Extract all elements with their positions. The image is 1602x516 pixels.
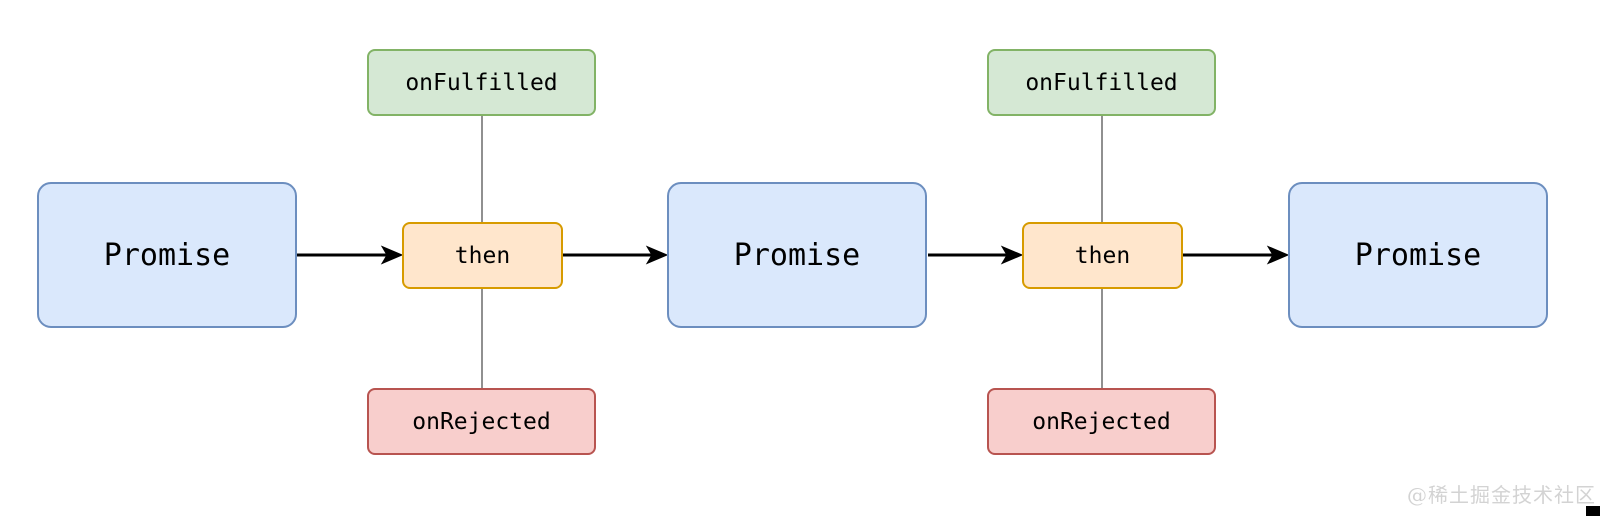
onrejected-node-1: onRejected: [367, 388, 596, 455]
arrow-promise2-then2: [928, 245, 1024, 265]
promise-node-2-label: Promise: [733, 237, 861, 273]
arrow-then2-promise3: [1183, 245, 1290, 265]
promise-node-3: Promise: [1288, 182, 1548, 328]
then-node-1-label: then: [454, 242, 511, 269]
onrejected-node-1-label: onRejected: [412, 408, 551, 435]
arrow-then1-promise2: [563, 245, 669, 265]
promise-node-1: Promise: [37, 182, 297, 328]
onrejected-node-2: onRejected: [987, 388, 1216, 455]
promise-node-2: Promise: [667, 182, 927, 328]
onrejected-node-2-label: onRejected: [1032, 408, 1171, 435]
juejin-watermark: @稀土掘金技术社区: [1407, 483, 1596, 507]
onfulfilled-node-2: onFulfilled: [987, 49, 1216, 116]
promise-node-1-label: Promise: [103, 237, 231, 273]
promise-node-3-label: Promise: [1354, 237, 1482, 273]
arrow-promise1-then1: [297, 245, 404, 265]
then-node-1: then: [402, 222, 563, 289]
onfulfilled-node-1: onFulfilled: [367, 49, 596, 116]
then-node-2: then: [1022, 222, 1183, 289]
then-node-2-label: then: [1074, 242, 1131, 269]
black-corner-mark: [1586, 506, 1600, 516]
onfulfilled-node-1-label: onFulfilled: [405, 69, 558, 96]
onfulfilled-node-2-label: onFulfilled: [1025, 69, 1178, 96]
